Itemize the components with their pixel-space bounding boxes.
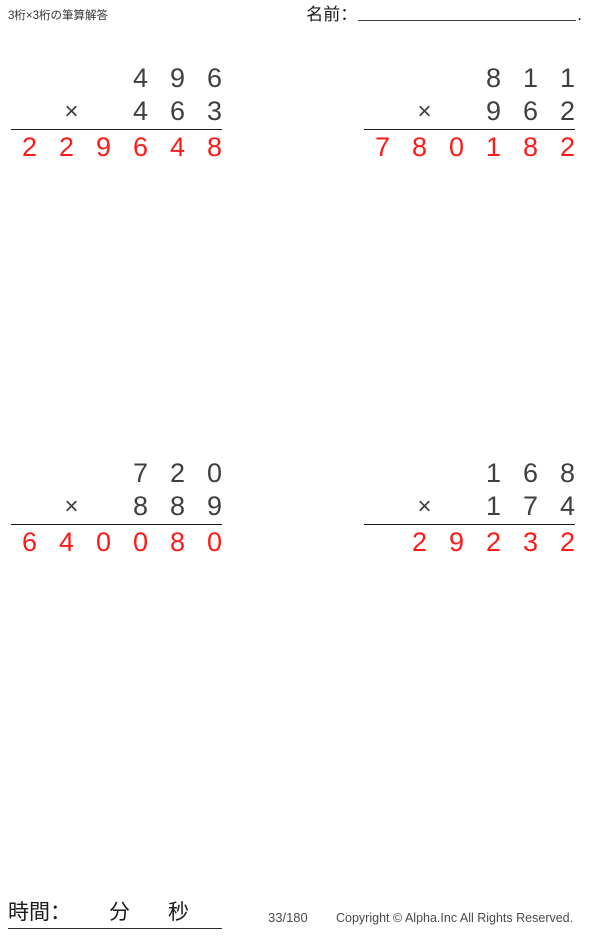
- answer-digit: 2: [58, 132, 75, 163]
- page-footer: 時間： 分 秒 33/180 Copyright © Alpha.Inc All…: [0, 890, 600, 938]
- multiplier-row: × 9 6 2: [364, 95, 575, 128]
- problem-3: 7 2 0 × 8 8 9 6 4 0 0 8 0: [11, 457, 233, 559]
- answer-digit: 0: [206, 527, 223, 558]
- digit: 4: [132, 96, 149, 126]
- digit: 6: [206, 63, 223, 93]
- name-trailing-dot: .: [577, 5, 582, 24]
- answer-rule: [11, 524, 222, 526]
- time-field-label: 時間：: [8, 901, 71, 924]
- answer-digit: 6: [132, 132, 149, 163]
- multiply-operator-icon: ×: [64, 493, 79, 520]
- answer-rule: [364, 524, 575, 526]
- digit: 1: [485, 491, 502, 521]
- answer-digit: 0: [448, 132, 465, 163]
- multiply-operator-icon: ×: [64, 98, 79, 125]
- digit: 3: [206, 96, 223, 126]
- digit: 2: [169, 458, 186, 488]
- name-field-group: 名前： .: [306, 6, 582, 24]
- multiplicand-row: 7 2 0: [11, 457, 222, 490]
- problem-4: 1 6 8 × 1 7 4 2 9 2 3 2: [364, 457, 586, 559]
- page-title: 3桁×3桁の筆算解答: [8, 10, 109, 22]
- answer-digit: 0: [95, 527, 112, 558]
- digit: 8: [132, 491, 149, 521]
- digit: 4: [132, 63, 149, 93]
- digit: 6: [522, 96, 539, 126]
- answer-rule: [364, 129, 575, 131]
- digit: 8: [169, 491, 186, 521]
- answer-digit: 4: [58, 527, 75, 558]
- answer-digit: 8: [411, 132, 428, 163]
- answer-digit: 1: [485, 132, 502, 163]
- multiplicand-row: 4 9 6: [11, 62, 222, 95]
- multiply-operator-icon: ×: [417, 493, 432, 520]
- answer-digit: 6: [21, 527, 38, 558]
- digit: 4: [559, 491, 576, 521]
- multiplier-row: × 1 7 4: [364, 490, 575, 523]
- digit: 8: [485, 63, 502, 93]
- answer-digit: 7: [374, 132, 391, 163]
- digit: 8: [559, 458, 576, 488]
- minutes-unit-label: 分: [109, 901, 130, 924]
- digit: 0: [206, 458, 223, 488]
- answer-digit: 9: [95, 132, 112, 163]
- digit: 9: [169, 63, 186, 93]
- answer-digit: 2: [21, 132, 38, 163]
- problem-1: 4 9 6 × 4 6 3 2 2 9 6 4 8: [11, 62, 233, 164]
- problem-grid: 4 9 6 × 4 6 3 2 2 9 6 4 8 8 1 1: [11, 62, 586, 559]
- digit: 1: [485, 458, 502, 488]
- answer-row: 7 8 0 1 8 2: [364, 131, 575, 164]
- answer-digit: 9: [448, 527, 465, 558]
- copyright-notice: Copyright © Alpha.Inc All Rights Reserve…: [336, 911, 574, 925]
- name-field-label: 名前：: [306, 5, 358, 24]
- digit: 9: [485, 96, 502, 126]
- problem-2: 8 1 1 × 9 6 2 7 8 0 1 8 2: [364, 62, 586, 164]
- multiplicand-row: 1 6 8: [364, 457, 575, 490]
- digit: 1: [559, 63, 576, 93]
- multiply-operator-icon: ×: [417, 98, 432, 125]
- answer-digit: 4: [169, 132, 186, 163]
- multiplier-row: × 8 8 9: [11, 490, 222, 523]
- answer-digit: 8: [522, 132, 539, 163]
- answer-row: 6 4 0 0 8 0: [11, 526, 222, 559]
- answer-digit: 8: [169, 527, 186, 558]
- answer-rule: [11, 129, 222, 131]
- seconds-unit-label: 秒: [168, 901, 189, 924]
- answer-digit: 2: [411, 527, 428, 558]
- answer-digit: 2: [485, 527, 502, 558]
- digit: 1: [522, 63, 539, 93]
- answer-digit: 2: [559, 527, 576, 558]
- answer-row: 2 2 9 6 4 8: [11, 131, 222, 164]
- answer-digit: 3: [522, 527, 539, 558]
- page-header: 3桁×3桁の筆算解答 名前： .: [0, 0, 600, 40]
- answer-digit: 2: [559, 132, 576, 163]
- multiplier-row: × 4 6 3: [11, 95, 222, 128]
- digit: 7: [132, 458, 149, 488]
- digit: 6: [169, 96, 186, 126]
- digit: 7: [522, 491, 539, 521]
- multiplicand-row: 8 1 1: [364, 62, 575, 95]
- digit: 9: [206, 491, 223, 521]
- answer-row: 2 9 2 3 2: [364, 526, 575, 559]
- digit: 6: [522, 458, 539, 488]
- name-input-line[interactable]: [358, 20, 577, 21]
- digit: 2: [559, 96, 576, 126]
- answer-digit: 8: [206, 132, 223, 163]
- answer-digit: 0: [132, 527, 149, 558]
- page-number: 33/180: [268, 910, 308, 925]
- time-field-group: 時間： 分 秒: [8, 896, 222, 929]
